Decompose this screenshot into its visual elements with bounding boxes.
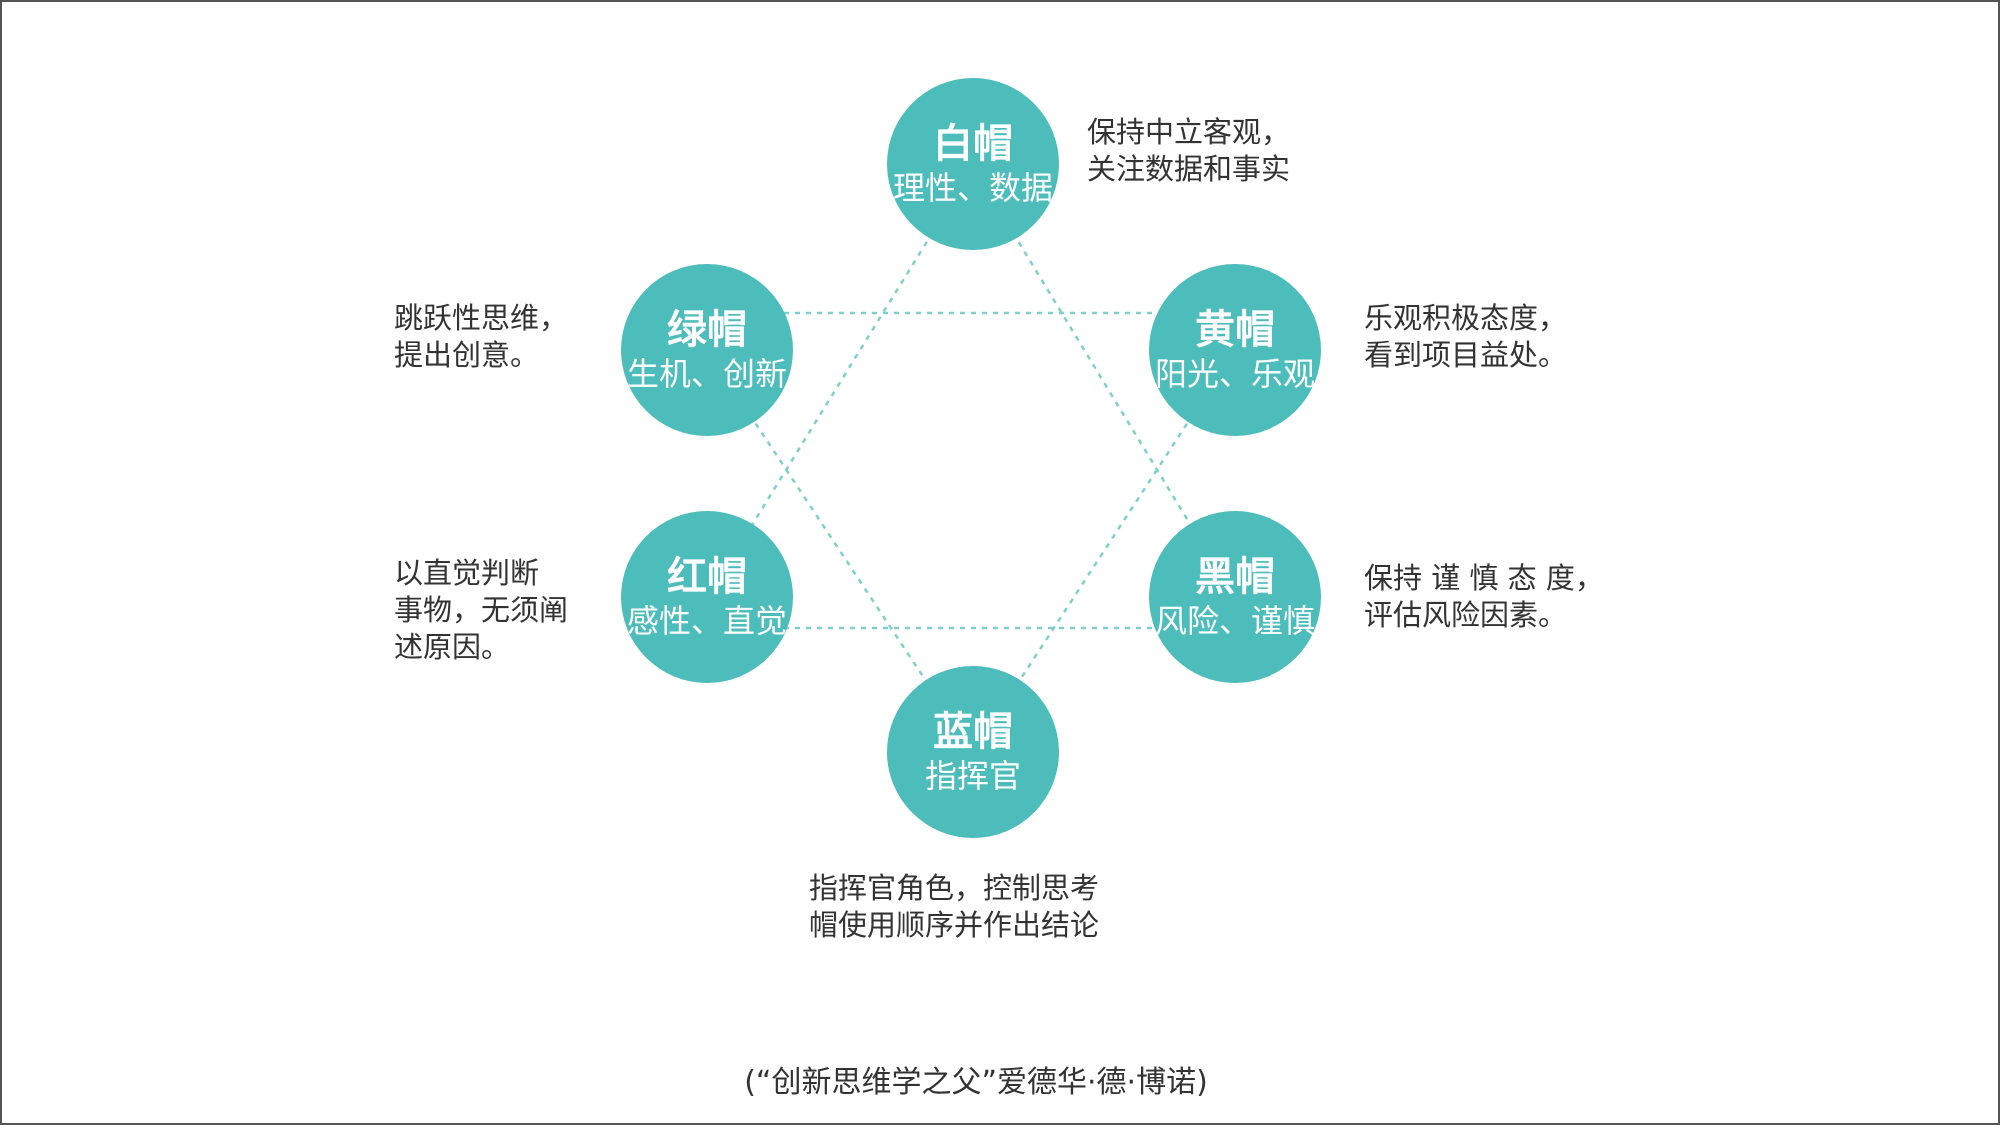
yellow-hat-name: 黄帽 bbox=[1195, 307, 1275, 353]
white-hat-description: 保持中立客观， 关注数据和事实 bbox=[1087, 115, 1291, 186]
blue-hat-name: 蓝帽 bbox=[933, 709, 1013, 755]
red-hat-name: 红帽 bbox=[667, 554, 747, 600]
attribution-caption: (“创新思维学之父”爱德华·德·博诺) bbox=[744, 1065, 1208, 1100]
blue-hat-circle: 蓝帽 指挥官 bbox=[887, 666, 1059, 838]
red-hat-subtitle: 感性、直觉 bbox=[626, 602, 787, 640]
green-hat-circle: 绿帽 生机、创新 bbox=[621, 264, 793, 436]
yellow-hat-circle: 黄帽 阳光、乐观 bbox=[1149, 264, 1321, 436]
black-hat-circle: 黑帽 风险、谨慎 bbox=[1149, 511, 1321, 683]
blue-hat-description: 指挥官角色，控制思考 帽使用顺序并作出结论 bbox=[809, 871, 1100, 942]
yellow-hat-description: 乐观积极态度， 看到项目益处。 bbox=[1364, 301, 1568, 372]
white-hat-name: 白帽 bbox=[933, 121, 1013, 167]
blue-hat-subtitle: 指挥官 bbox=[924, 757, 1021, 795]
red-hat-circle: 红帽 感性、直觉 bbox=[621, 511, 793, 683]
green-hat-name: 绿帽 bbox=[667, 307, 747, 353]
green-hat-description: 跳跃性思维， 提出创意。 bbox=[394, 301, 569, 372]
red-hat-description: 以直觉判断 事物，无须阐 述原因。 bbox=[394, 556, 569, 664]
yellow-hat-subtitle: 阳光、乐观 bbox=[1154, 355, 1315, 393]
green-hat-subtitle: 生机、创新 bbox=[626, 355, 787, 393]
black-hat-subtitle: 风险、谨慎 bbox=[1154, 602, 1315, 640]
black-hat-name: 黑帽 bbox=[1195, 554, 1275, 600]
white-hat-circle: 白帽 理性、数据 bbox=[887, 78, 1059, 250]
black-hat-description: 保持 谨 慎 态 度， 评估风险因素。 bbox=[1364, 561, 1604, 632]
white-hat-subtitle: 理性、数据 bbox=[892, 169, 1053, 207]
